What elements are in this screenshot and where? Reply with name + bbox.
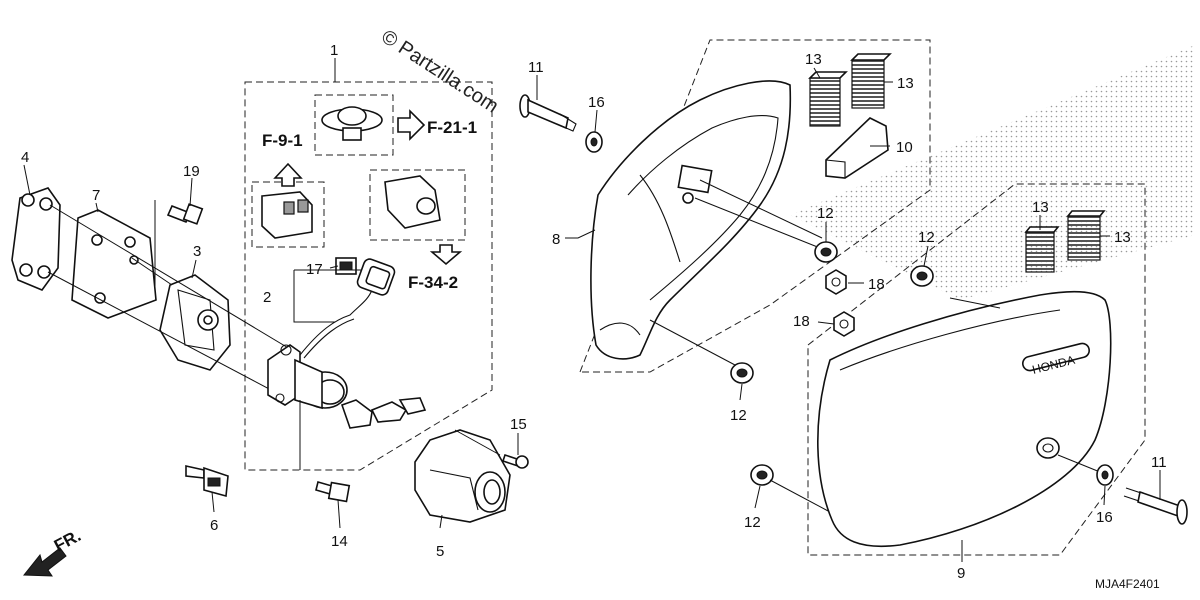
part-14-bolt: [299, 400, 351, 503]
callout-9: 9: [957, 565, 965, 582]
part-13-pad-a: [808, 71, 848, 127]
arrow-right-f21: [397, 109, 426, 141]
part-11-bolt-upper: [519, 94, 577, 132]
part-13-pad-c: [1024, 226, 1060, 273]
ignition-lock-body: [267, 344, 348, 410]
part-2-wire-harness: [299, 258, 396, 359]
part-18-nut-b: [833, 311, 855, 337]
callout-7: 7: [92, 187, 100, 204]
callout-11-lower: 11: [1151, 454, 1167, 471]
callout-18-a: 18: [868, 276, 885, 293]
part-16-washer-lower: [1096, 464, 1114, 486]
callout-16-lower: 16: [1096, 509, 1113, 526]
callout-12-c: 12: [918, 229, 935, 246]
switch-part: [261, 191, 313, 239]
leader-lines: [23, 58, 1161, 562]
part-3-lock-holder: [159, 274, 231, 371]
assembly-boundary-1: [244, 81, 493, 471]
part-12-grommet-a: [814, 241, 838, 263]
callout-3: 3: [193, 243, 201, 260]
reference-f34: F-34-2: [408, 273, 458, 292]
callout-2: 2: [263, 289, 271, 306]
callout-13-a: 13: [805, 51, 822, 68]
part-19-bolt: [166, 203, 204, 225]
callout-4: 4: [21, 149, 29, 166]
part-15-screw: [501, 453, 529, 469]
callout-13-c: 13: [1032, 199, 1049, 216]
part-17-clip: [335, 257, 357, 275]
partzilla-watermark: © Partzilla.com: [377, 26, 502, 118]
diagram-code: MJA4F2401: [1095, 577, 1160, 591]
cover-8-mount-clip: [677, 164, 823, 249]
callout-1: 1: [330, 42, 338, 59]
part-6-key: [185, 465, 229, 498]
callout-8: 8: [552, 231, 560, 248]
callout-11-upper: 11: [528, 59, 544, 76]
callout-12-b: 12: [730, 407, 747, 424]
alignment-lines-left: [47, 200, 301, 401]
part-5-lock-cover: [414, 429, 511, 523]
reference-f9: F-9-1: [262, 131, 303, 150]
part-11-bolt-lower: [1123, 487, 1188, 525]
part-12-grommet-d: [750, 464, 831, 513]
key-set: [340, 397, 427, 429]
part-9-side-cover: HONDA: [817, 290, 1112, 548]
part-8-side-cover: [590, 80, 792, 360]
assembly-boundary-8: [579, 39, 931, 373]
callout-12-a: 12: [817, 205, 834, 222]
part-12-grommet-c: [910, 265, 934, 287]
callout-19: 19: [183, 163, 200, 180]
part-13-pad-d: [1066, 210, 1106, 261]
front-direction-arrow: FR.: [22, 526, 84, 577]
part-16-washer-upper: [585, 131, 603, 153]
socket-detail-box: [369, 169, 466, 241]
callout-13-d: 13: [1114, 229, 1131, 246]
grommet-part: [321, 106, 383, 141]
grommet-detail-box: [314, 94, 394, 156]
part-4-bracket-plate: [11, 187, 61, 291]
part-13-pad-b: [850, 53, 892, 109]
callout-15: 15: [510, 416, 527, 433]
callout-14: 14: [331, 533, 348, 550]
callout-17: 17: [306, 261, 323, 278]
reference-f21: F-21-1: [427, 118, 477, 137]
part-18-nut-a: [825, 269, 847, 295]
socket-part: [384, 175, 441, 229]
callout-18-b: 18: [793, 313, 810, 330]
arrow-up-f9: [273, 162, 303, 187]
callout-13-b: 13: [897, 75, 914, 92]
callout-16-upper: 16: [588, 94, 605, 111]
part-12-grommet-b: [649, 319, 754, 384]
callout-5: 5: [436, 543, 444, 560]
arrow-down-f34: [429, 244, 463, 266]
part-10-rubber-strip: [825, 117, 889, 179]
watermark-text: © Partzilla.com: [377, 26, 502, 118]
callout-10: 10: [896, 139, 913, 156]
callout-12-d: 12: [744, 514, 761, 531]
callout-6: 6: [210, 517, 218, 534]
